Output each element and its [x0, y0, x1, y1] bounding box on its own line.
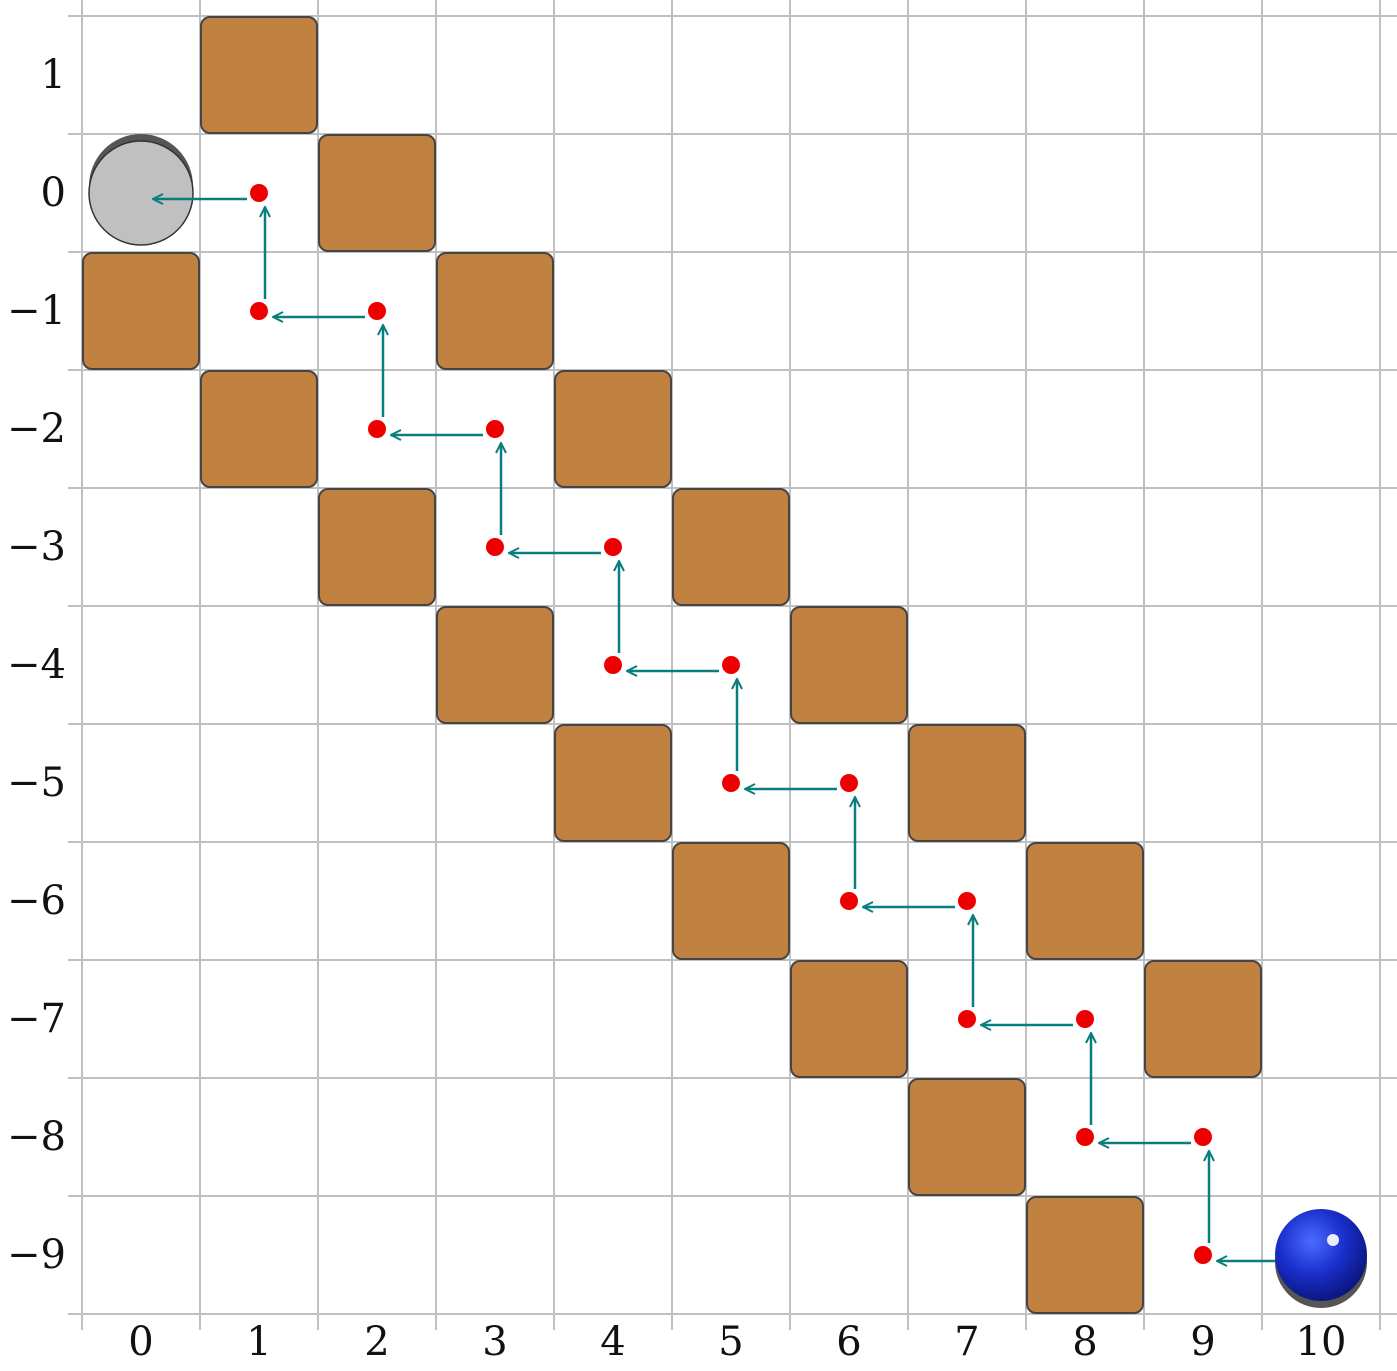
y-tick-label: −4 [7, 642, 66, 688]
goal-layer [88, 134, 194, 246]
y-tick-label: −6 [7, 878, 66, 924]
x-tick-label: 8 [1072, 1319, 1097, 1365]
x-tick-label: 10 [1296, 1319, 1347, 1365]
wall-block-icon [790, 960, 908, 1078]
path-dot [604, 538, 622, 556]
x-tick-label: 6 [836, 1319, 861, 1365]
path-arrows-layer [153, 199, 1309, 1261]
wall-block-icon [436, 252, 554, 370]
path-dot [1076, 1128, 1094, 1146]
path-dot [722, 774, 740, 792]
path-dot [368, 420, 386, 438]
wall-block-icon [908, 1078, 1026, 1196]
wall-block-icon [1026, 1196, 1144, 1314]
x-tick-label: 0 [128, 1319, 153, 1365]
path-dot [1194, 1246, 1212, 1264]
x-tick-label: 7 [954, 1319, 979, 1365]
path-dot [604, 656, 622, 674]
y-tick-label: −2 [7, 406, 66, 452]
x-tick-label: 3 [482, 1319, 507, 1365]
wall-block-icon [200, 16, 318, 134]
wall-block-icon [82, 252, 200, 370]
path-dot [840, 892, 858, 910]
wall-block-icon [672, 488, 790, 606]
y-axis-labels: 1 0 −1 −2 −3 −4 −5 −6 −7 −8 −9 [7, 52, 66, 1278]
path-dot [368, 302, 386, 320]
path-dot [722, 656, 740, 674]
path-dot [486, 538, 504, 556]
wall-block-icon [554, 370, 672, 488]
y-tick-label: −7 [7, 996, 66, 1042]
path-dot [840, 774, 858, 792]
path-dot [486, 420, 504, 438]
path-dots-layer [250, 184, 1212, 1264]
wall-block-icon [436, 606, 554, 724]
wall-block-icon [554, 724, 672, 842]
y-tick-label: 0 [41, 170, 66, 216]
wall-block-icon [318, 488, 436, 606]
path-dot [958, 1010, 976, 1028]
path-dot [1076, 1010, 1094, 1028]
path-dot [250, 302, 268, 320]
x-tick-label: 5 [718, 1319, 743, 1365]
x-tick-label: 2 [364, 1319, 389, 1365]
x-tick-label: 4 [600, 1319, 625, 1365]
player-ball-icon [1275, 1209, 1367, 1308]
path-dot [958, 892, 976, 910]
wall-block-icon [908, 724, 1026, 842]
x-tick-label: 1 [246, 1319, 271, 1365]
wall-block-icon [200, 370, 318, 488]
y-tick-label: −8 [7, 1114, 66, 1160]
wall-block-icon [1144, 960, 1262, 1078]
player-layer [1275, 1209, 1367, 1308]
wall-block-icon [672, 842, 790, 960]
wall-block-icon [1026, 842, 1144, 960]
path-dot [1194, 1128, 1212, 1146]
y-tick-label: −1 [7, 288, 66, 334]
wall-block-icon [790, 606, 908, 724]
path-dot [250, 184, 268, 202]
y-tick-label: 1 [41, 52, 66, 98]
wall-block-icon [318, 134, 436, 252]
goal-hole-icon [88, 134, 194, 246]
walls-layer [82, 16, 1262, 1314]
y-tick-label: −3 [7, 524, 66, 570]
x-axis-labels: 0 1 2 3 4 5 6 7 8 9 10 [128, 1319, 1346, 1365]
y-tick-label: −9 [7, 1232, 66, 1278]
x-tick-label: 9 [1190, 1319, 1215, 1365]
y-tick-label: −5 [7, 760, 66, 806]
